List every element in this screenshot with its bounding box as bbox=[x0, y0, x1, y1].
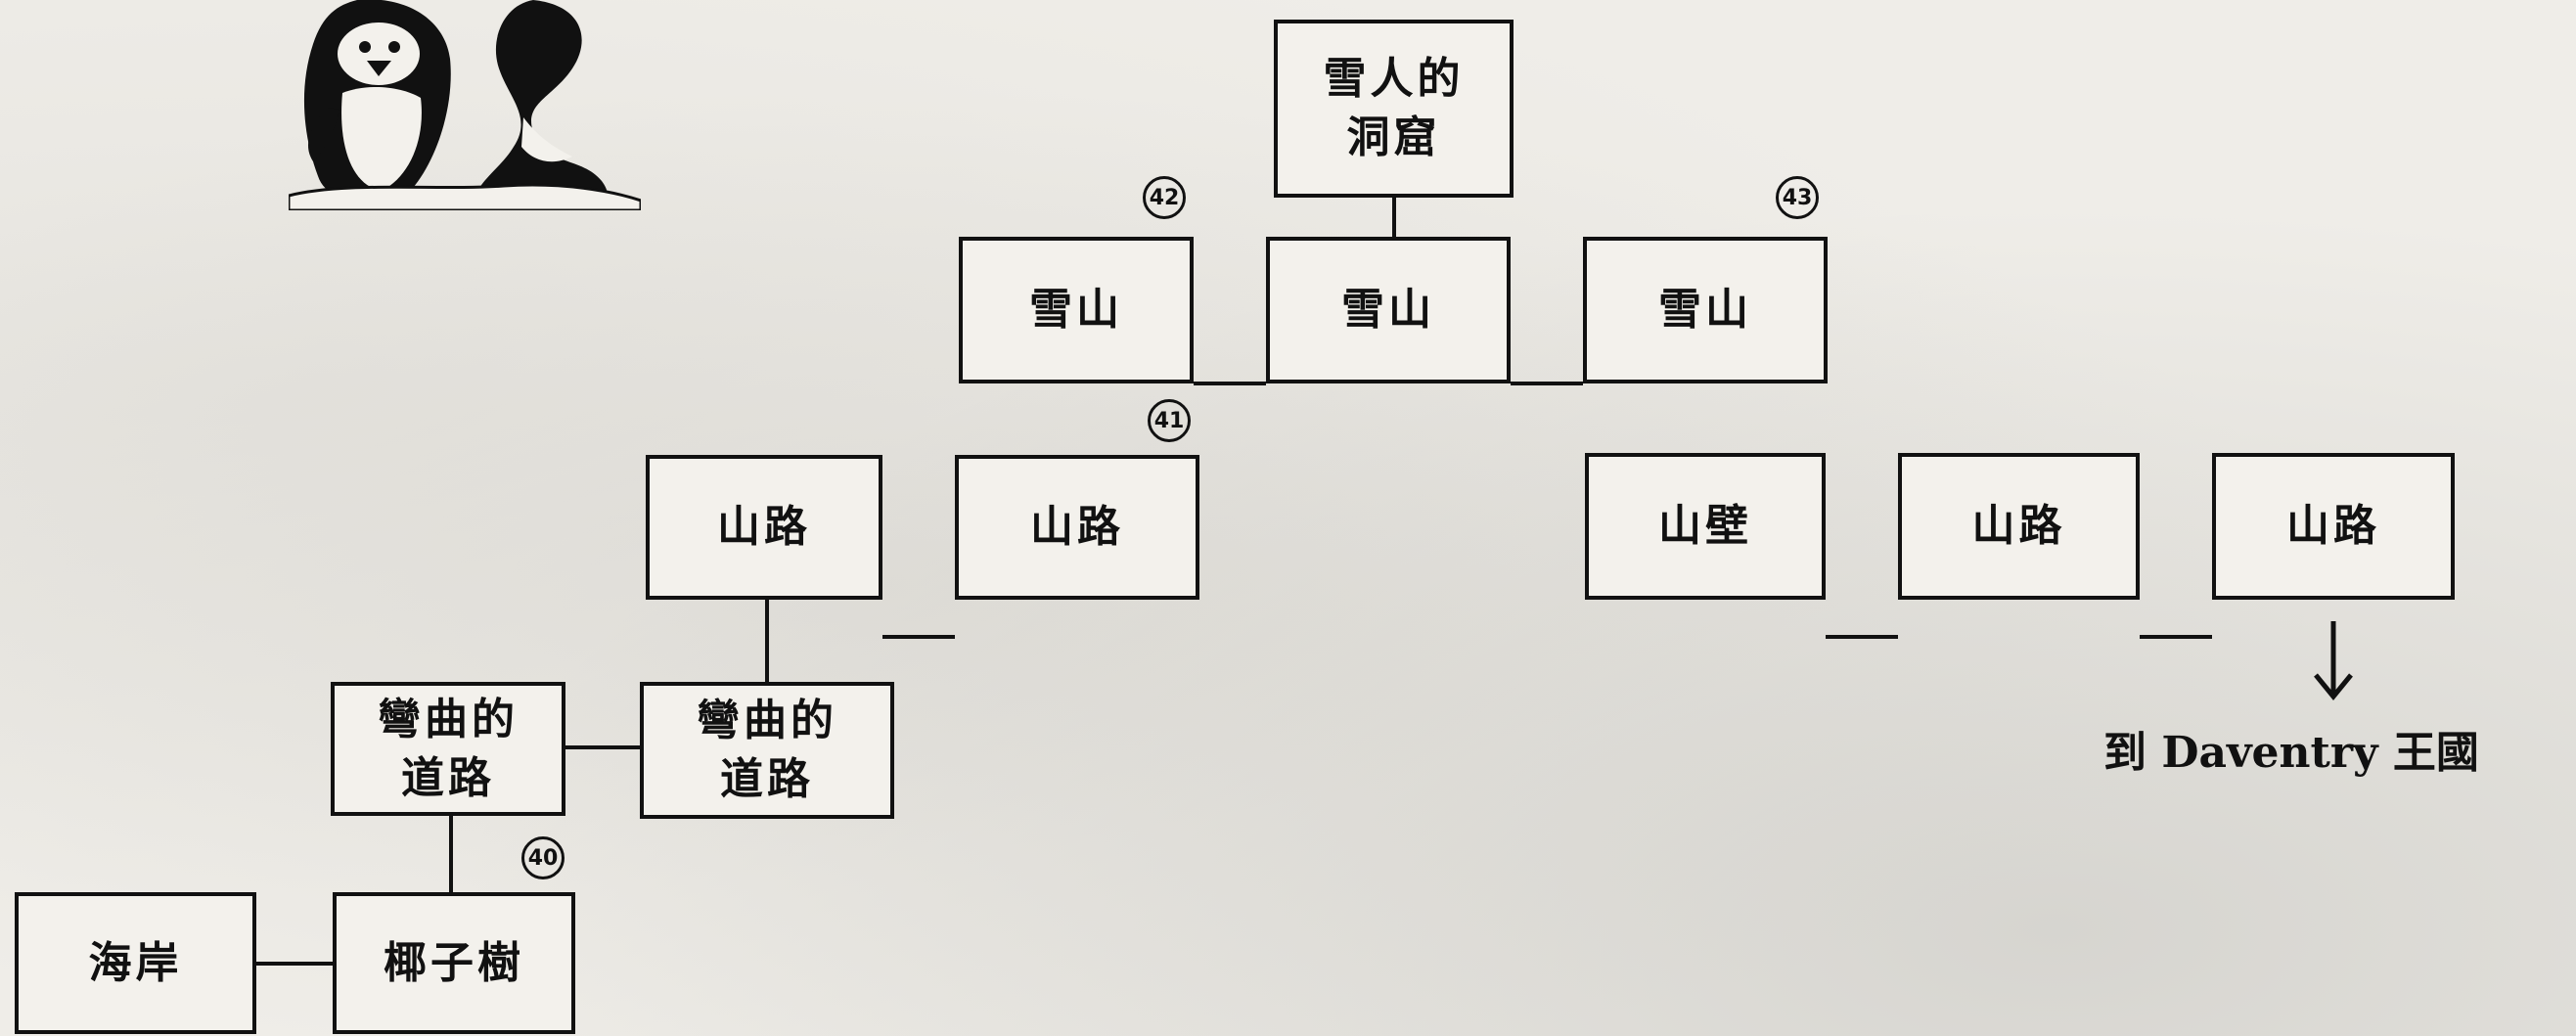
connector-snow1-to-snow2 bbox=[1194, 382, 1266, 385]
node-label: 雪山 bbox=[1341, 285, 1435, 335]
node-label: 山路 bbox=[2286, 501, 2380, 551]
node-winding-road-2: 彎曲的 道路 bbox=[640, 682, 894, 819]
node-cliff-wall: 山壁 bbox=[1585, 453, 1826, 600]
node-label: 山路 bbox=[717, 502, 811, 552]
marker-42: 42 bbox=[1143, 176, 1186, 219]
node-label: 彎曲的 道路 bbox=[378, 694, 519, 803]
node-label: 海岸 bbox=[88, 937, 183, 988]
connector-road1-to-coconut bbox=[449, 816, 453, 892]
node-snow-mountain-1: 雪山 bbox=[959, 237, 1194, 383]
connector-snow2-to-snow3 bbox=[1511, 382, 1583, 385]
down-arrow-icon bbox=[2314, 621, 2353, 700]
connector-coast-to-coconut bbox=[256, 962, 333, 966]
node-coconut-tree: 椰子樹 bbox=[333, 892, 575, 1034]
node-winding-road-1: 彎曲的 道路 bbox=[331, 682, 565, 816]
node-mountain-path-2: 山路 bbox=[955, 455, 1199, 600]
connector-cliff-to-path3 bbox=[1826, 635, 1898, 639]
node-snow-mountain-2: 雪山 bbox=[1266, 237, 1511, 383]
connector-path1-to-road2 bbox=[765, 600, 769, 682]
node-label: 雪人的 洞窟 bbox=[1323, 54, 1465, 162]
marker-43: 43 bbox=[1776, 176, 1819, 219]
node-label: 雪山 bbox=[1658, 285, 1752, 335]
connector-road1-to-road2 bbox=[565, 745, 640, 749]
node-mountain-path-3: 山路 bbox=[1898, 453, 2140, 600]
marker-41: 41 bbox=[1148, 399, 1191, 442]
node-mountain-path-4: 山路 bbox=[2212, 453, 2455, 600]
penguin-illustration-icon bbox=[287, 0, 643, 212]
connector-path1-to-path2 bbox=[882, 635, 955, 639]
node-label: 彎曲的 道路 bbox=[697, 696, 837, 804]
connector-path3-to-path4 bbox=[2140, 635, 2212, 639]
node-label: 雪山 bbox=[1029, 285, 1123, 335]
node-label: 椰子樹 bbox=[384, 937, 524, 988]
node-label: 山路 bbox=[1030, 502, 1124, 552]
node-snow-mountain-3: 雪山 bbox=[1583, 237, 1828, 383]
node-yeti-cave: 雪人的 洞窟 bbox=[1274, 20, 1514, 198]
node-label: 山路 bbox=[1971, 501, 2066, 551]
marker-40: 40 bbox=[521, 836, 565, 879]
node-mountain-path-1: 山路 bbox=[646, 455, 882, 600]
destination-label: 到 Daventry 王國 bbox=[2103, 728, 2479, 778]
node-label: 山壁 bbox=[1658, 501, 1752, 551]
node-coast: 海岸 bbox=[15, 892, 256, 1034]
